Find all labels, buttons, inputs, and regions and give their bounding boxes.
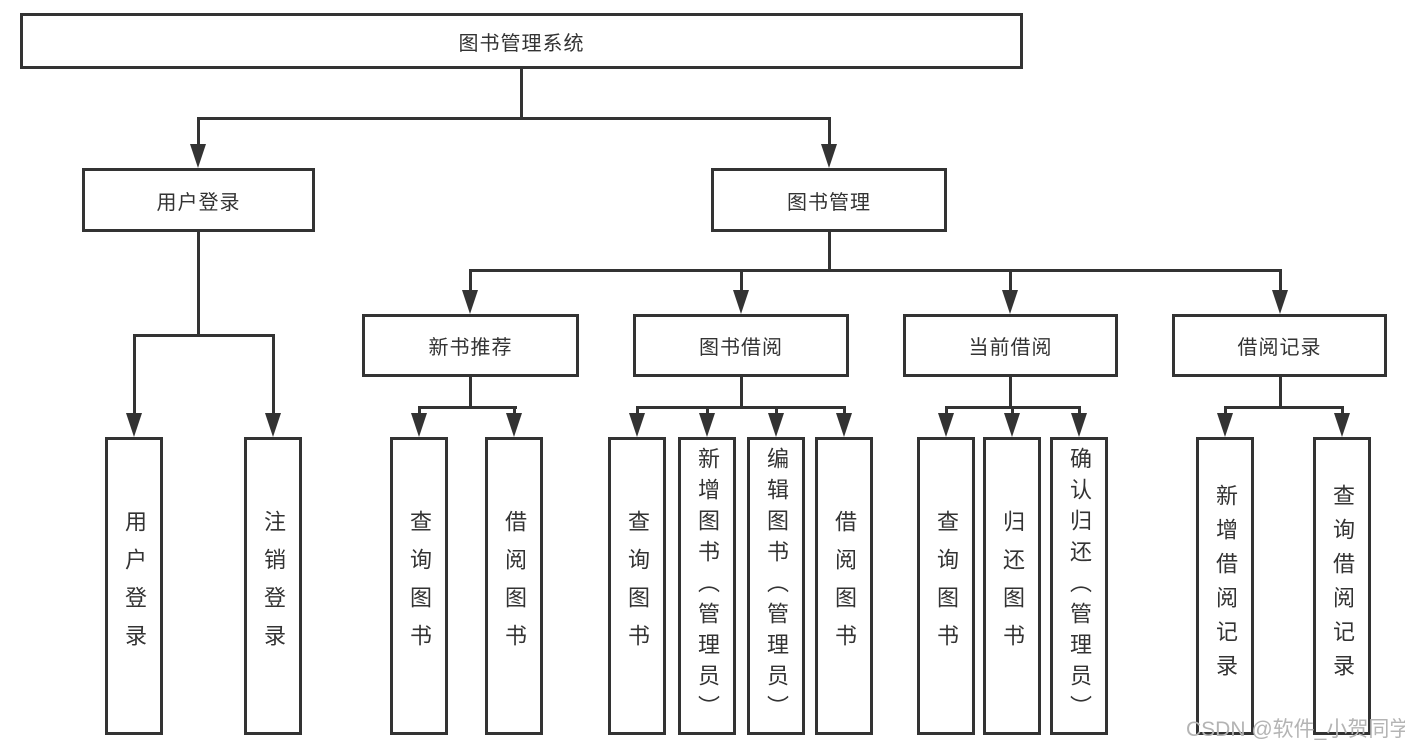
leaf-current-confirm-return-admin: 确认归还（管理员） [1050,437,1108,735]
arrow-down-icon [1071,413,1087,437]
leaf-newbooks-borrow-book: 借阅图书 [485,437,543,735]
connector-line [1009,377,1012,409]
connector-line [197,117,831,120]
connector-line [740,269,743,293]
connector-line [1224,406,1343,409]
arrow-down-icon [190,144,206,168]
watermark: CSDN @软件_小贺同学 [1186,718,1405,741]
arrow-down-icon [126,413,142,437]
arrow-down-icon [1217,413,1233,437]
connector-line [1078,406,1081,418]
connector-line [133,334,275,337]
connector-line [133,334,136,416]
connector-line [706,406,709,418]
connector-line [636,406,639,418]
leaf-borrow-add-book-admin: 新增图书（管理员） [678,437,736,735]
connector-line [418,406,517,409]
arrow-down-icon [768,413,784,437]
leaf-records-query-record: 查询借阅记录 [1313,437,1371,735]
arrow-down-icon [265,413,281,437]
arrow-down-icon [1272,290,1288,314]
leaf-logout: 注销登录 [244,437,302,735]
leaf-borrow-edit-book-admin: 编辑图书（管理员） [747,437,805,735]
connector-line [775,406,778,418]
connector-line [1009,269,1012,293]
arrow-down-icon [733,290,749,314]
arrow-down-icon [1002,290,1018,314]
arrow-down-icon [1334,413,1350,437]
arrow-down-icon [629,413,645,437]
node-root: 图书管理系统 [20,13,1023,69]
arrow-down-icon [462,290,478,314]
connector-line [1279,377,1282,409]
node-new-book-recommend: 新书推荐 [362,314,579,377]
arrow-down-icon [836,413,852,437]
connector-line [272,334,275,416]
connector-line [469,269,1282,272]
connector-line [197,232,200,336]
leaf-user-login: 用户登录 [105,437,163,735]
connector-line [418,406,421,418]
connector-line [828,117,831,150]
node-book-borrow: 图书借阅 [633,314,849,377]
arrow-down-icon [411,413,427,437]
leaf-borrow-query-book: 查询图书 [608,437,666,735]
connector-line [740,377,743,409]
connector-line [636,406,846,409]
arrow-down-icon [938,413,954,437]
connector-line [1011,406,1014,418]
connector-line [1279,269,1282,293]
connector-line [469,377,472,409]
arrow-down-icon [821,144,837,168]
arrow-down-icon [699,413,715,437]
connector-line [1224,406,1227,418]
connector-line [469,269,472,293]
node-current-borrow: 当前借阅 [903,314,1118,377]
leaf-newbooks-query-book: 查询图书 [390,437,448,735]
leaf-borrow-borrow-book: 借阅图书 [815,437,873,735]
connector-line [843,406,846,418]
connector-line [828,232,831,272]
arrow-down-icon [1004,413,1020,437]
leaf-current-query-book: 查询图书 [917,437,975,735]
leaf-current-return-book: 归还图书 [983,437,1041,735]
node-book-management: 图书管理 [711,168,947,232]
connector-line [945,406,948,418]
connector-line [1341,406,1344,418]
node-borrow-records: 借阅记录 [1172,314,1387,377]
connector-line [513,406,516,418]
leaf-records-add-record: 新增借阅记录 [1196,437,1254,735]
connector-line [197,117,200,150]
node-user-login: 用户登录 [82,168,315,232]
connector-line [520,69,523,118]
arrow-down-icon [506,413,522,437]
